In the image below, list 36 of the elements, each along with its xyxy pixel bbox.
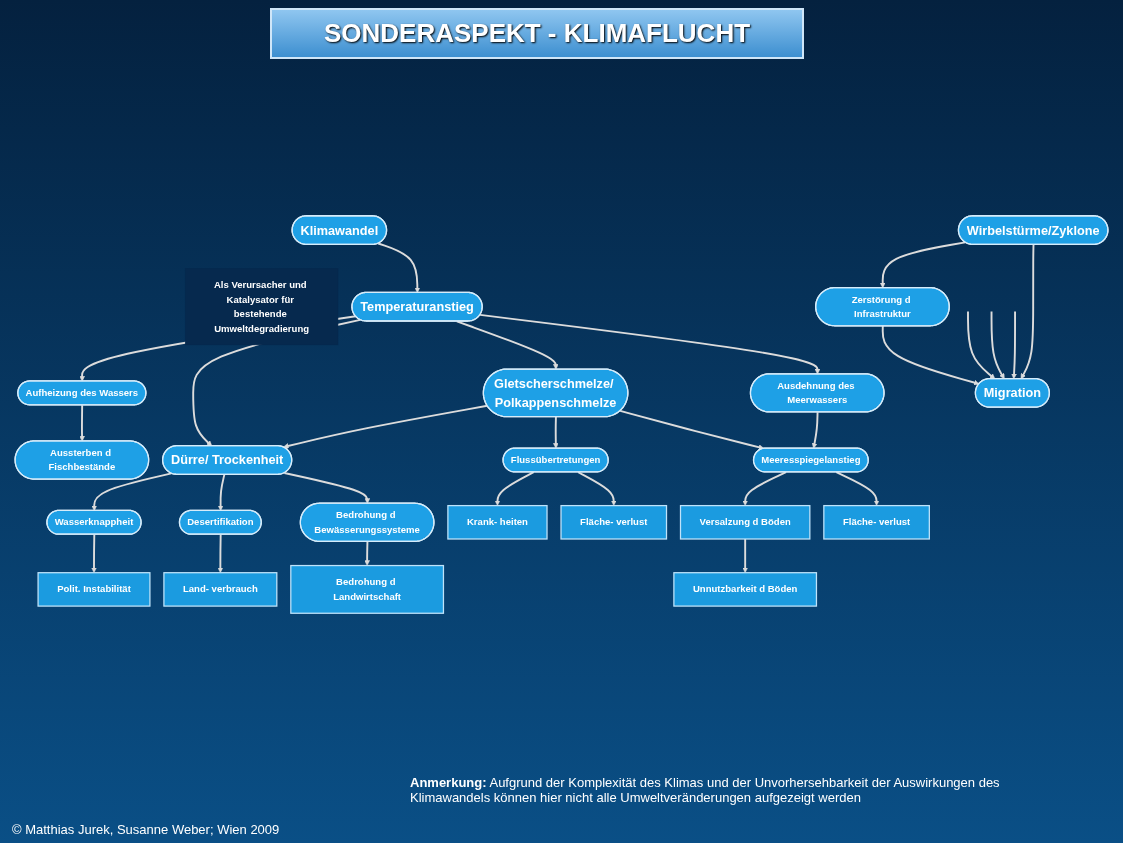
arrow: [217, 473, 226, 511]
arrow: [990, 310, 1005, 380]
arrow: [742, 538, 748, 573]
arrow: [1011, 310, 1017, 380]
arrow: [881, 325, 980, 386]
arrow: [364, 540, 370, 566]
arrow: [479, 313, 821, 375]
arrow: [283, 404, 489, 449]
node-box: Fläche- verlust: [823, 504, 930, 540]
title-banner: SONDERASPEKT - KLIMAFLUCHT: [270, 8, 804, 59]
node-box: Krank- heiten: [447, 504, 548, 540]
node-box: Versalzung d Böden: [679, 504, 811, 540]
arrow: [577, 471, 617, 506]
node-box: Unnutzbarkeit d Böden: [673, 572, 818, 607]
arrow: [91, 472, 173, 511]
arrow: [553, 416, 559, 449]
copyright-text: © Matthias Jurek, Susanne Weber; Wien 2009: [12, 822, 280, 837]
node-box: Bedrohung d Landwirtschaft: [290, 564, 445, 614]
arrow: [967, 310, 996, 380]
arrow: [835, 471, 880, 506]
arrow: [1020, 243, 1035, 380]
node-label: Als Verursacher und Katalysator für bestehende Umweltdegradierung: [213, 279, 310, 334]
arrow: [811, 411, 819, 449]
arrow: [879, 241, 967, 289]
node-box: Fläche- verlust: [560, 504, 668, 540]
note-text: Anmerkung: Aufgrund der Komplexität des Klimas und der Unvorhersehbarkeit der Auswirkungen des Klimawandels können hier nicht alle Umweltveränderungen aufgezeigt werden: [410, 775, 1001, 805]
arrow: [742, 471, 787, 506]
arrow: [217, 533, 224, 573]
node-box: Land- verbrauch: [163, 572, 278, 607]
node-box: Polit. Instabilität: [37, 572, 151, 607]
arrow: [283, 472, 371, 504]
arrow: [91, 533, 97, 573]
arrow: [494, 471, 535, 506]
arrow: [377, 242, 421, 293]
arrow: [79, 404, 85, 442]
arrow: [619, 410, 765, 450]
